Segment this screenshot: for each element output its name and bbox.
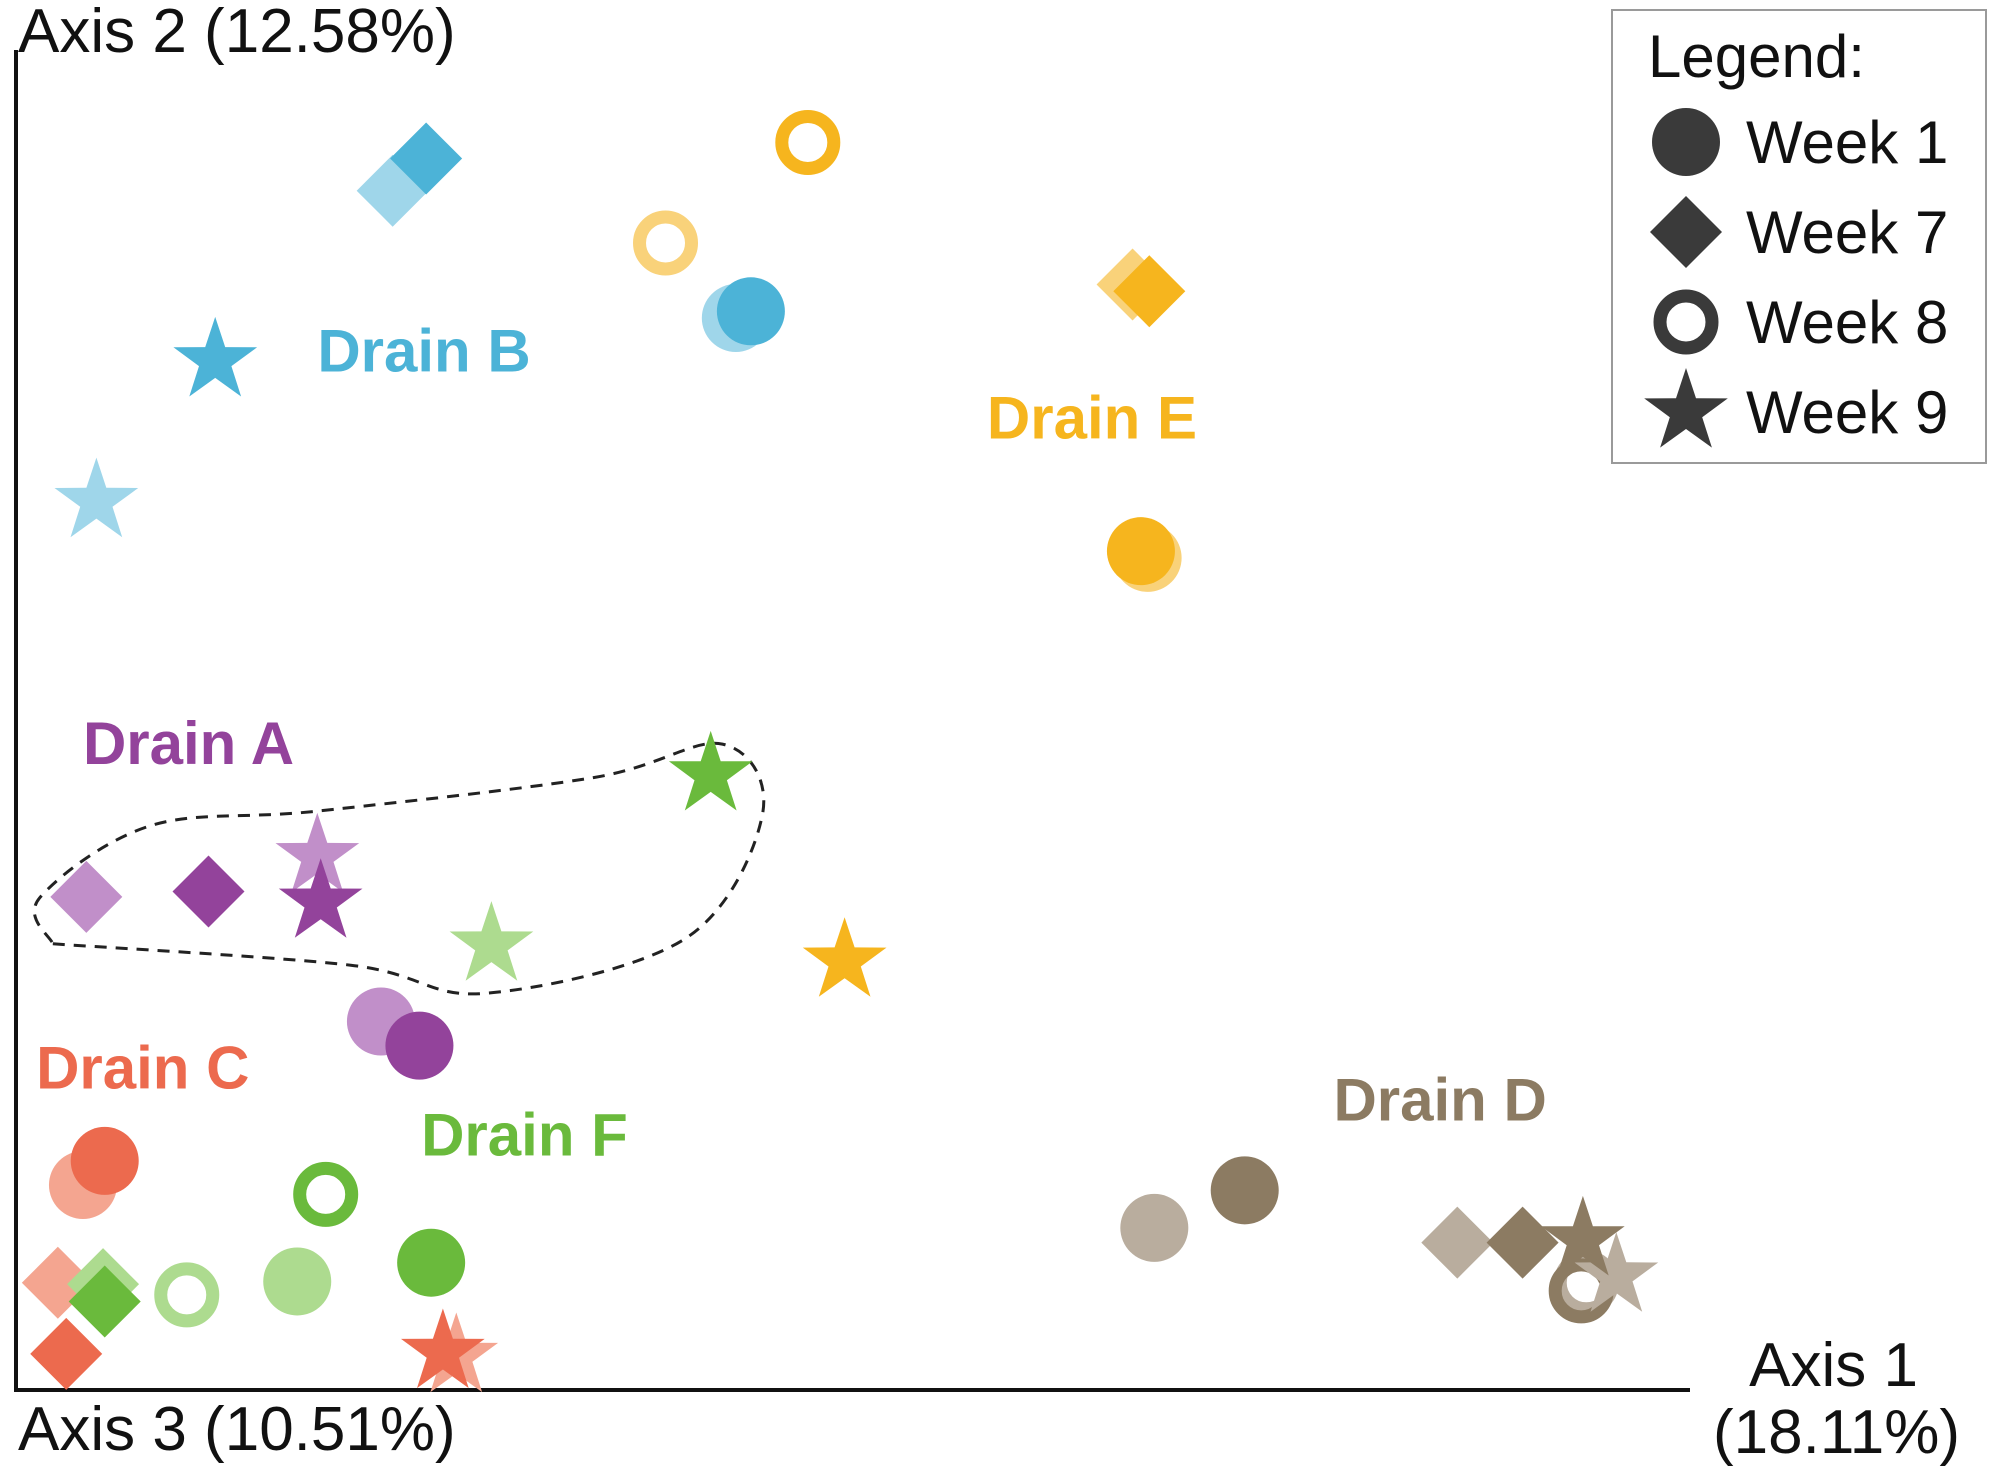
- point-drain-a-diamond-dark: [172, 855, 245, 928]
- point-drain-c-diamond-dark: [30, 1317, 103, 1390]
- group-label-drain-d: Drain D: [1333, 1067, 1546, 1134]
- legend-marker-star: [1644, 368, 1728, 448]
- point-drain-d-star-light: [1574, 1232, 1659, 1312]
- z-axis-title: Axis 3 (10.51%): [18, 1395, 456, 1464]
- group-label-drain-a: Drain A: [83, 710, 294, 777]
- point-drain-d-circle-light: [1120, 1193, 1189, 1262]
- annotation-layer: [32, 741, 766, 996]
- legend: Legend: Week 1 Week 7 Week 8 Week 9: [1611, 9, 1987, 464]
- point-drain-b-circle-dark: [716, 277, 785, 346]
- legend-entries: Week 1 Week 7 Week 8 Week 9: [1644, 108, 1948, 448]
- group-labels-layer: Drain A Drain B Drain C Drain D Drain E Drain…: [36, 318, 1547, 1169]
- y-axis-title: Axis 2 (12.58%): [18, 0, 456, 66]
- point-drain-e-diamond-dark: [1113, 255, 1186, 328]
- point-drain-d-diamond-dark: [1486, 1206, 1559, 1279]
- legend-label-week-9: Week 9: [1746, 379, 1948, 446]
- point-drain-e-ring-dark: [775, 109, 841, 175]
- legend-title: Legend:: [1648, 23, 1865, 90]
- point-drain-d-diamond-light: [1421, 1206, 1494, 1279]
- point-drain-f-star-light: [449, 901, 534, 981]
- x-axis-title-line1: Axis 1: [1749, 1331, 1918, 1400]
- point-drain-b-star-light: [54, 457, 139, 538]
- point-drain-a-circle-dark: [385, 1011, 454, 1080]
- group-label-drain-b: Drain B: [317, 318, 530, 385]
- point-drain-a-star-light: [275, 812, 360, 893]
- group-label-drain-f: Drain F: [421, 1102, 628, 1169]
- legend-marker-ring: [1653, 289, 1719, 355]
- point-drain-f-ring-dark: [293, 1161, 359, 1227]
- legend-marker-diamond: [1650, 196, 1722, 268]
- points-layer: [21, 109, 1659, 1393]
- legend-label-week-7: Week 7: [1746, 199, 1948, 266]
- point-drain-c-circle-dark: [70, 1126, 139, 1195]
- point-drain-d-circle-dark: [1210, 1156, 1279, 1225]
- point-drain-e-star-dark: [802, 917, 887, 997]
- point-drain-f-circle-dark: [397, 1228, 466, 1297]
- point-drain-a-star-dark: [278, 858, 363, 938]
- point-drain-e-circle-dark: [1106, 517, 1175, 586]
- point-drain-c-star-dark: [401, 1308, 485, 1389]
- dashed-cluster-outline-drain-a: [32, 741, 766, 996]
- legend-label-week-8: Week 8: [1746, 289, 1948, 356]
- x-axis-title-line2: (18.11%): [1713, 1398, 1960, 1467]
- point-drain-f-ring-light: [154, 1262, 220, 1328]
- point-drain-b-star-dark: [173, 316, 258, 397]
- group-label-drain-e: Drain E: [987, 385, 1197, 452]
- legend-label-week-1: Week 1: [1746, 109, 1948, 176]
- point-drain-f-star-dark: [668, 730, 753, 811]
- point-drain-f-circle-light: [263, 1247, 332, 1316]
- point-drain-b-diamond-dark: [390, 122, 463, 195]
- point-drain-d-star-dark: [1541, 1195, 1625, 1276]
- point-drain-e-ring-light: [633, 210, 699, 276]
- group-label-drain-c: Drain C: [36, 1035, 249, 1102]
- legend-marker-circle: [1652, 108, 1720, 176]
- point-drain-f-diamond-dark: [68, 1265, 141, 1338]
- point-drain-a-diamond-light: [50, 860, 123, 933]
- axes: [14, 50, 1690, 1392]
